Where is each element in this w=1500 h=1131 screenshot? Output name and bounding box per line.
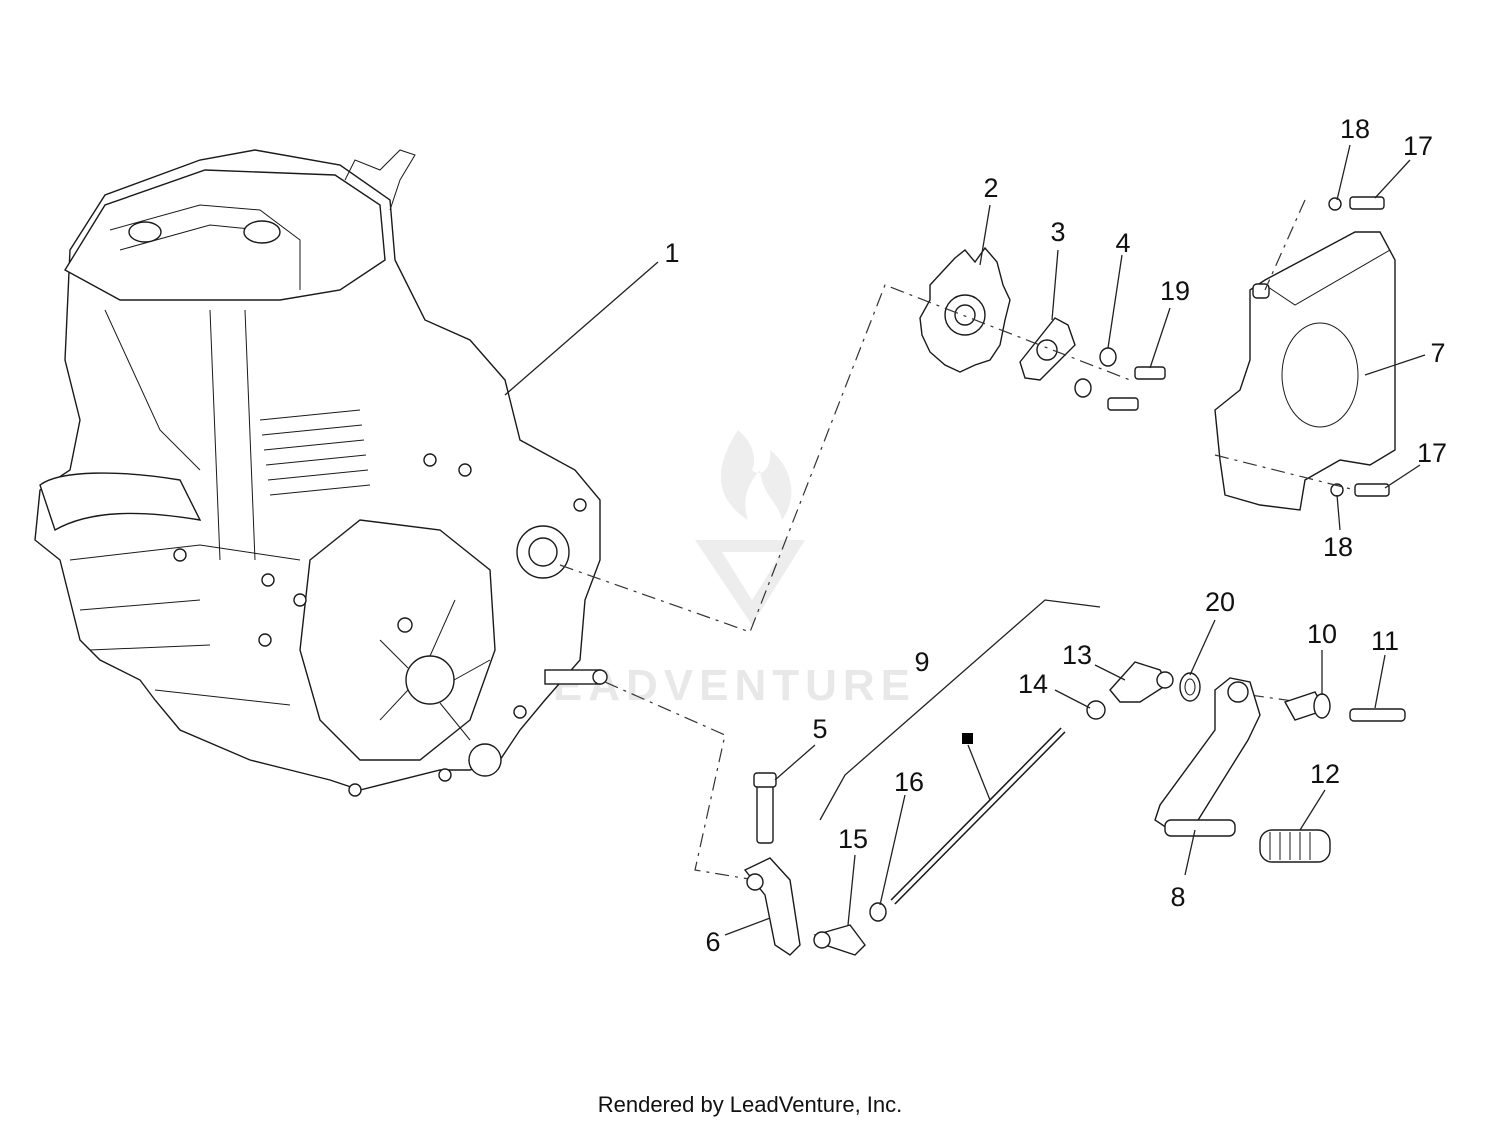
spacer-washer (1179, 672, 1201, 702)
leader-9 (819, 599, 1101, 821)
callout-18-upper: 18 (1340, 114, 1370, 144)
leader-12 (1299, 789, 1326, 831)
callout-6: 6 (705, 927, 720, 957)
leader-4 (1107, 254, 1123, 349)
callout-14: 14 (1018, 669, 1048, 699)
callout-9: 9 (914, 647, 929, 677)
lock-nut-upper (1086, 700, 1106, 720)
pivot-bushing (1283, 691, 1331, 721)
callout-12: 12 (1310, 759, 1340, 789)
callout-3: 3 (1050, 217, 1065, 247)
watermark-text: LEADVENTURE (520, 661, 916, 710)
assembly-line-shaft (604, 681, 756, 881)
washer (1074, 347, 1117, 398)
callout-4: 4 (1115, 228, 1130, 258)
leader-7 (1364, 354, 1426, 376)
callout-17-lower: 17 (1417, 438, 1447, 468)
callout-20: 20 (1205, 587, 1235, 617)
callout-labels: 1 2 3 4 19 18 17 7 17 18 20 10 11 9 13 1… (664, 114, 1447, 957)
render-credit-footer: Rendered by LeadVenture, Inc. (597, 1092, 903, 1117)
leader-13 (1094, 664, 1126, 681)
shift-lever-pinch-bolt (753, 772, 777, 844)
sprocket-bolts (1107, 366, 1166, 411)
callout-13: 13 (1062, 640, 1092, 670)
cover-bolt-upper (1328, 196, 1385, 211)
leader-3 (1051, 249, 1059, 321)
ball-joint-upper (1109, 661, 1174, 703)
cover-bolt-lower (1330, 483, 1390, 497)
leader-marker (967, 744, 991, 801)
callout-5: 5 (812, 714, 827, 744)
leader-17a (1374, 159, 1411, 199)
leader-17b (1384, 464, 1421, 489)
assembly-line-cover-top (1264, 199, 1306, 291)
shift-arm (743, 857, 801, 956)
front-sprocket (919, 246, 1011, 373)
side-cover-starburst (379, 599, 491, 741)
callout-16: 16 (894, 767, 924, 797)
shift-lever-rubber (1259, 829, 1331, 863)
leader-1 (504, 261, 659, 396)
leader-6 (724, 917, 771, 936)
callout-17-upper: 17 (1403, 131, 1433, 161)
callout-10: 10 (1307, 619, 1337, 649)
leader-16 (879, 794, 906, 906)
callout-11: 11 (1371, 626, 1399, 656)
callout-1: 1 (664, 238, 679, 268)
callout-19: 19 (1160, 276, 1190, 306)
leader-20 (1189, 619, 1216, 676)
not-sold-separately-marker (962, 733, 973, 744)
sprocket-cover (1214, 231, 1396, 511)
leader-11 (1374, 654, 1386, 709)
assembly-line-sprocket (559, 284, 1131, 633)
callout-18-lower: 18 (1323, 532, 1353, 562)
gear-shift-lever (1154, 677, 1261, 837)
leader-2 (979, 204, 991, 266)
sprocket-lock-plate (1019, 317, 1076, 381)
callout-8: 8 (1170, 882, 1185, 912)
leader-18b (1336, 494, 1341, 531)
leader-18a (1336, 144, 1351, 201)
leader-14 (1054, 689, 1091, 709)
callout-2: 2 (983, 173, 998, 203)
leader-19 (1149, 307, 1171, 369)
leadventure-watermark-logo: LEADVENTURE (520, 430, 916, 710)
callout-7: 7 (1430, 338, 1445, 368)
pivot-bolt (1349, 708, 1406, 722)
lock-nut-lower (869, 902, 887, 922)
assembly-line-cover-bottom (1214, 454, 1356, 491)
engine-assembly (34, 149, 608, 797)
callout-15: 15 (838, 824, 868, 854)
leader-8 (1184, 829, 1196, 876)
ball-joint-lower (813, 924, 866, 956)
leader-15 (847, 854, 856, 926)
leader-5 (774, 744, 816, 781)
shift-rod (890, 727, 1066, 905)
